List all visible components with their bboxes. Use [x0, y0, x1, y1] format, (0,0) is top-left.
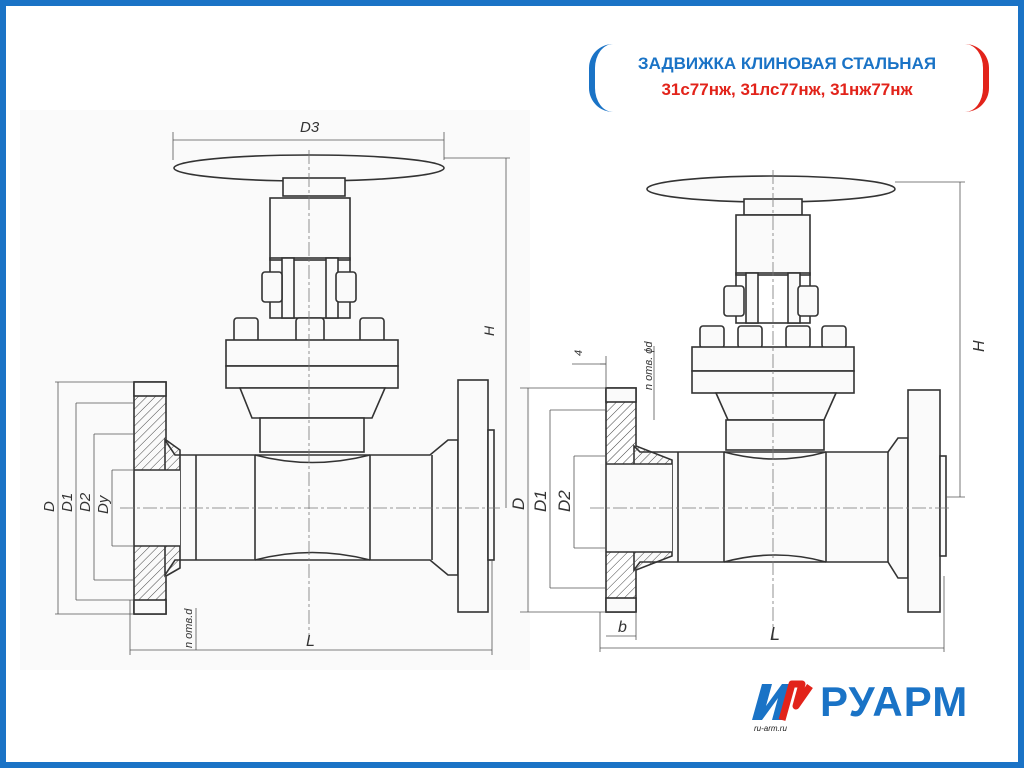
- left-dim-d3: D3: [300, 119, 320, 136]
- product-models: 31с77нж, 31лс77нж, 31нж77нж: [661, 80, 913, 99]
- left-bolt: [295, 317, 325, 343]
- left-yoke: [269, 197, 351, 261]
- right-dim-d1: D1: [531, 490, 550, 512]
- left-bonnet-flange-lower: [225, 365, 399, 389]
- left-dim-h: H: [481, 325, 497, 336]
- left-bolt: [261, 271, 283, 303]
- left-dim-d1: D1: [59, 493, 76, 512]
- left-dim-n-holes: n отв.d: [183, 608, 195, 648]
- right-bolt: [821, 325, 847, 349]
- right-dim-l: L: [770, 624, 780, 644]
- title-block: ЗАДВИЖКА КЛИНОВАЯ СТАЛЬНАЯ 31с77нж, 31лс…: [589, 44, 989, 112]
- brand-site: ru-arm.ru: [754, 724, 787, 733]
- right-bolt: [699, 325, 725, 349]
- left-dim-d: D: [41, 501, 58, 512]
- left-body-top: [259, 417, 365, 453]
- left-dim-l: L: [306, 633, 315, 650]
- right-bolt: [723, 285, 745, 317]
- right-body-top: [725, 419, 825, 451]
- left-bolt: [359, 317, 385, 343]
- right-dim-b: b: [618, 619, 627, 636]
- right-bolt: [797, 285, 819, 317]
- left-valve-view: [128, 154, 495, 615]
- title-arc-right: [965, 44, 989, 112]
- left-wheel-hub: [282, 177, 346, 197]
- left-bonnet-flange: [225, 339, 399, 367]
- right-bolt: [737, 325, 763, 349]
- left-bolt: [233, 317, 259, 343]
- left-right-flange: [457, 379, 489, 613]
- right-bolt: [785, 325, 811, 349]
- right-dim-four: 4: [573, 350, 585, 356]
- right-dim-h: H: [971, 340, 988, 352]
- right-bonnet-neck: [714, 392, 838, 421]
- left-bonnet-neck: [238, 387, 387, 419]
- left-dim-dy: Dy: [95, 494, 112, 514]
- brand-logo: РУАРМ ru-arm.ru: [748, 676, 988, 740]
- right-dim-d2: D2: [555, 490, 574, 512]
- left-body: [164, 437, 459, 578]
- right-dim-d: D: [509, 498, 528, 510]
- title-arc-left: [589, 44, 613, 112]
- right-dim-n-holes: n отв. ϕd: [643, 341, 655, 390]
- brand-name: РУАРМ: [820, 678, 969, 725]
- left-bolt: [335, 271, 357, 303]
- ruarm-logo-icon: [752, 680, 813, 721]
- product-title: ЗАДВИЖКА КЛИНОВАЯ СТАЛЬНАЯ: [637, 54, 937, 73]
- left-dim-d2: D2: [77, 492, 94, 512]
- right-right-flange: [907, 389, 941, 613]
- right-handwheel: [646, 175, 896, 203]
